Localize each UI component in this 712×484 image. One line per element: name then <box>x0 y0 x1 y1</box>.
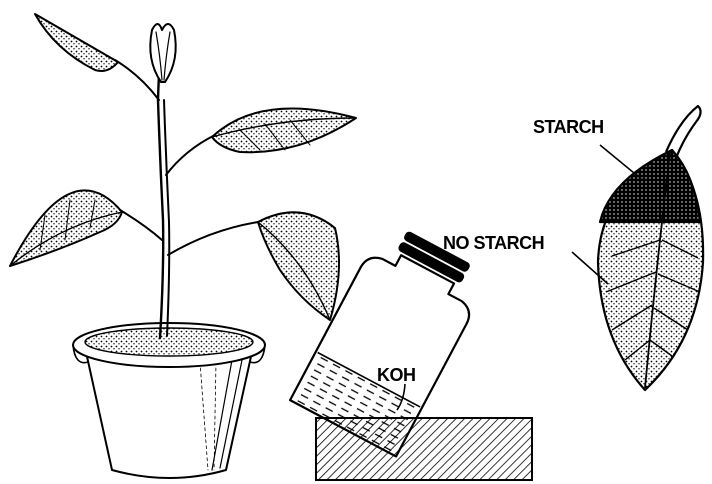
test-leaf <box>598 106 703 390</box>
starch-region <box>600 150 700 222</box>
starch-pointer-line <box>600 145 645 182</box>
support-block <box>316 418 532 480</box>
leaf-top-left <box>35 14 118 71</box>
koh-label: KOH <box>377 365 416 386</box>
bud <box>150 24 175 82</box>
leaf-in-bottle <box>258 212 339 320</box>
plant-stem <box>158 55 163 338</box>
no-starch-label: NO STARCH <box>443 233 544 254</box>
starch-label: STARCH <box>533 117 604 138</box>
pot <box>86 352 252 478</box>
leaf-top-right <box>212 108 356 152</box>
